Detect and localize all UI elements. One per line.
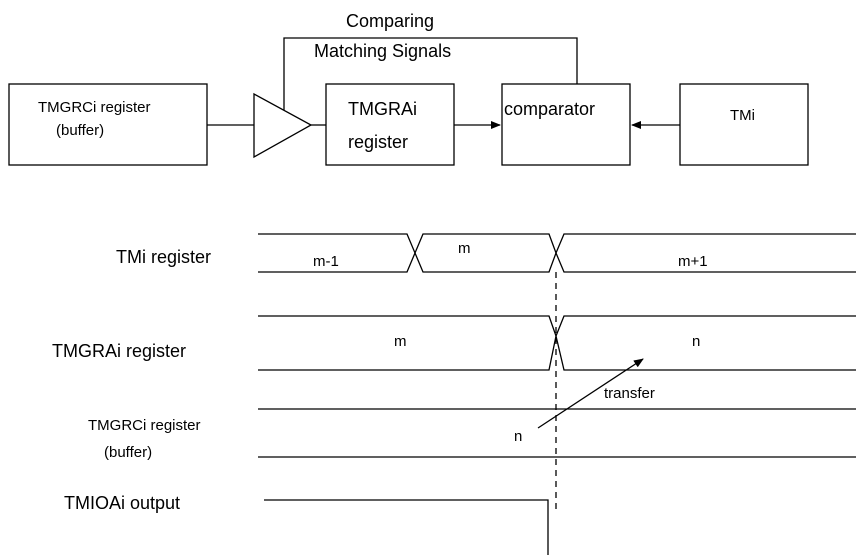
tmi-waveform-top: [258, 233, 856, 255]
buffer-register-box: [8, 83, 208, 166]
comparator-label: comparator: [504, 99, 595, 119]
tmgrai-waveform-top: [258, 315, 856, 338]
tmgrai-register-box: [325, 83, 455, 166]
tmgrai-register-label-line2: register: [348, 132, 408, 152]
tmi-value-m-plus-1: m+1: [678, 253, 708, 270]
buffer-register-label-line2: (buffer): [56, 122, 104, 139]
tmgrci-row-label-line2: (buffer): [104, 444, 152, 461]
tmgrai-value-n: n: [692, 333, 700, 350]
tmgrai-register-label-line1: TMGRAi: [348, 99, 417, 119]
tmgrci-value-n: n: [514, 428, 522, 445]
amplifier-triangle: [253, 92, 313, 159]
block-diagram: Comparing Matching Signals TMGRCi regist…: [8, 11, 809, 166]
tmgrci-row-label-line1: TMGRCi register: [88, 417, 201, 434]
feedback-line: [283, 37, 578, 111]
tmi-value-m: m: [458, 240, 471, 257]
comparator-box: [501, 83, 631, 166]
tmi-waveform-bottom: [258, 251, 856, 273]
buffer-register-label-line1: TMGRCi register: [38, 99, 151, 116]
tmgrai-row-label: TMGRAi register: [52, 341, 186, 361]
tmi-value-m-minus-1: m-1: [313, 253, 339, 270]
feedback-label-line2: Matching Signals: [314, 41, 451, 61]
tmioai-waveform: [264, 499, 549, 555]
transfer-label: transfer: [604, 385, 655, 402]
tmgrai-waveform-bottom: [258, 335, 856, 371]
tmi-row-label: TMi register: [116, 247, 211, 267]
feedback-label-line1: Comparing: [346, 11, 434, 31]
timing-diagram: TMi register m-1 m m+1 TMGRAi register m…: [52, 233, 856, 555]
tmi-counter-label: TMi: [730, 107, 755, 124]
tmgrai-value-m: m: [394, 333, 407, 350]
tmioai-row-label: TMIOAi output: [64, 493, 180, 513]
tmi-counter-box: [679, 83, 809, 166]
